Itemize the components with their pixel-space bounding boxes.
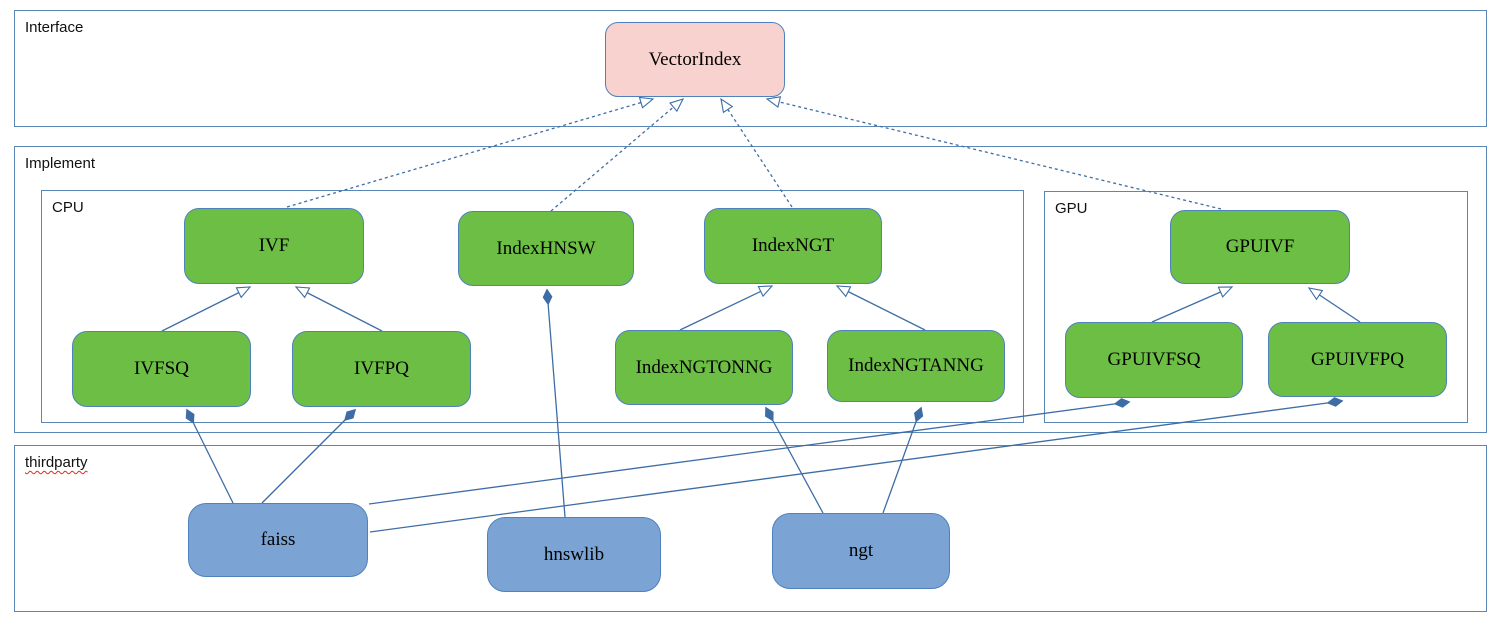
node-hnswlib[interactable]: hnswlib [487,517,661,592]
node-gpuivf[interactable]: GPUIVF [1170,210,1350,284]
node-vectorindex-label: VectorIndex [648,48,742,70]
node-gpuivf-label: GPUIVF [1225,236,1295,257]
node-faiss-label: faiss [260,529,296,550]
node-indexngtonng[interactable]: IndexNGTONNG [615,330,793,405]
node-ivf-label: IVF [258,235,290,256]
section-thirdparty-label: thirdparty [25,454,88,471]
node-ivfpq-label: IVFPQ [354,358,409,379]
node-ngt-label: ngt [848,540,874,561]
section-cpu-label: CPU [52,199,84,216]
node-ivfpq[interactable]: IVFPQ [292,331,471,407]
node-hnswlib-label: hnswlib [543,543,605,565]
node-indexhnsw[interactable]: IndexHNSW [458,211,634,286]
node-gpuivfsq[interactable]: GPUIVFSQ [1065,322,1243,398]
node-ngt[interactable]: ngt [772,513,950,589]
section-interface-label: Interface [25,19,84,36]
node-gpuivfpq[interactable]: GPUIVFPQ [1268,322,1447,397]
node-indexngtanng[interactable]: IndexNGTANNG [827,330,1005,402]
node-indexngt-label: IndexNGT [751,235,835,256]
node-indexngt[interactable]: IndexNGT [704,208,882,284]
section-gpu-label: GPU [1055,200,1088,217]
node-indexngtanng-label: IndexNGTANNG [848,355,984,376]
node-faiss[interactable]: faiss [188,503,368,577]
node-ivfsq[interactable]: IVFSQ [72,331,251,407]
node-ivfsq-label: IVFSQ [134,358,189,379]
node-vectorindex[interactable]: VectorIndex [605,22,785,97]
node-indexhnsw-label: IndexHNSW [496,237,596,259]
node-indexngtonng-label: IndexNGTONNG [635,356,773,378]
section-implement-label: Implement [25,155,96,172]
node-gpuivfsq-label: GPUIVFSQ [1107,349,1201,370]
node-ivf[interactable]: IVF [184,208,364,284]
node-gpuivfpq-label: GPUIVFPQ [1311,348,1404,370]
